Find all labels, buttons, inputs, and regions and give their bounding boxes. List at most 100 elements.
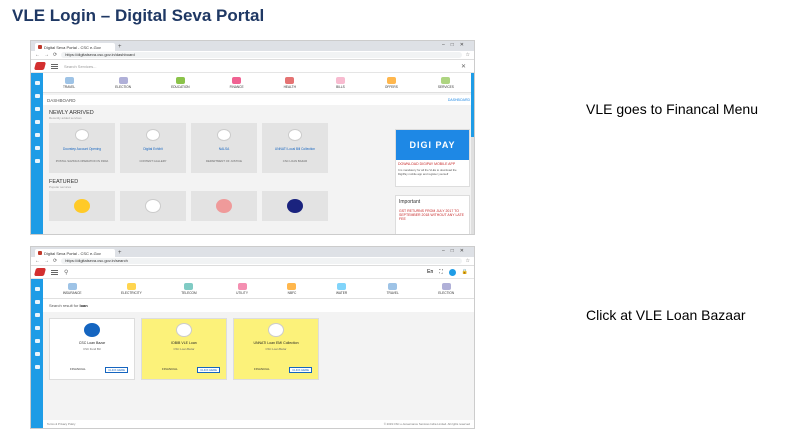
- dashboard-header: DASHBOARD DASHBOARD: [43, 95, 474, 105]
- result-category: FINANCIAL: [162, 367, 178, 371]
- chat-icon[interactable]: [34, 365, 40, 369]
- service-icon: [217, 129, 231, 141]
- chat-icon[interactable]: [34, 159, 40, 163]
- new-tab-icon[interactable]: +: [118, 44, 122, 50]
- featured-card[interactable]: [120, 191, 186, 221]
- result-category: FINANCIAL: [70, 367, 86, 371]
- result-card-idbib-vle-loan[interactable]: IDBIB VLE Loan CSC Loan Bazar FINANCIAL …: [141, 318, 227, 380]
- result-name: IDBIB VLE Loan: [171, 341, 197, 345]
- sidebar: [31, 279, 43, 428]
- language-select[interactable]: En: [427, 269, 434, 275]
- new-tab-icon[interactable]: +: [118, 250, 122, 256]
- footer: Terms & Privacy Policy © 2019 CSC e-Gove…: [43, 420, 474, 428]
- featured-subtitle: Popular services: [49, 185, 72, 189]
- window-controls[interactable]: –□✕: [442, 42, 470, 48]
- scroll-thumb[interactable]: [471, 73, 474, 138]
- main-content: TRAVEL ELECTION EDUCATION FINANCE HEALTH…: [43, 73, 474, 234]
- footer-left[interactable]: Terms & Privacy Policy: [47, 422, 76, 426]
- hamburger-menu-icon[interactable]: [51, 63, 58, 69]
- category-election[interactable]: ELECTION: [438, 282, 454, 295]
- grid-icon[interactable]: [34, 300, 40, 304]
- category-label: OFFERS: [384, 84, 398, 89]
- url-field[interactable]: https://digitalseva.csc.gov.in/dashboard: [61, 52, 462, 58]
- browser-tab[interactable]: Digital Seva Portal - CSC e-Gov: [35, 43, 115, 51]
- window-controls[interactable]: –□✕: [442, 248, 470, 254]
- category-insurance[interactable]: INSURANCE: [63, 282, 82, 295]
- category-telecom[interactable]: TELECOM: [181, 282, 197, 295]
- lock-icon[interactable]: 🔒: [461, 269, 468, 275]
- home-icon[interactable]: [34, 287, 40, 291]
- featured-card[interactable]: [49, 191, 115, 221]
- category-label: NBFC: [287, 290, 297, 295]
- reload-icon[interactable]: ⟳: [53, 258, 58, 264]
- search-input[interactable]: Search Services...: [64, 63, 97, 69]
- report-icon[interactable]: [34, 352, 40, 356]
- service-card[interactable]: NALSA DEPARTMENT OF JUSTICE: [191, 123, 257, 173]
- back-icon[interactable]: ←: [35, 52, 40, 58]
- service-name: NALSA: [218, 147, 230, 151]
- category-travel[interactable]: TRAVEL: [63, 76, 75, 89]
- dashboard-label: DASHBOARD: [47, 97, 76, 103]
- hamburger-menu-icon[interactable]: [51, 269, 58, 275]
- category-services[interactable]: SERVICES: [438, 76, 454, 89]
- cart-icon[interactable]: [34, 339, 40, 343]
- category-travel[interactable]: TRAVEL: [387, 282, 399, 295]
- result-card-unnati-loan[interactable]: UNNATI Loan EMI Collection CSC Loan Baza…: [233, 318, 319, 380]
- category-bills[interactable]: BILLS: [335, 76, 345, 89]
- document-icon[interactable]: [34, 107, 40, 111]
- important-item[interactable]: GST RETURNS FROM JULY 2017 TO SEPTEMBER …: [399, 209, 464, 221]
- category-utility[interactable]: UTILITY: [236, 282, 248, 295]
- grid-icon[interactable]: [34, 94, 40, 98]
- fullscreen-icon[interactable]: ⛶: [439, 269, 443, 275]
- cart-icon[interactable]: [34, 133, 40, 137]
- reload-icon[interactable]: ⟳: [53, 52, 58, 58]
- wallet-icon[interactable]: [34, 326, 40, 330]
- result-card-csc-loan-bazar[interactable]: CSC Loan Bazar CSC Fund Biz FINANCIAL CL…: [49, 318, 135, 380]
- category-bar: TRAVEL ELECTION EDUCATION FINANCE HEALTH…: [43, 73, 474, 93]
- category-offers[interactable]: OFFERS: [384, 76, 398, 89]
- result-cards: CSC Loan Bazar CSC Fund Biz FINANCIAL CL…: [43, 312, 474, 386]
- star-icon[interactable]: ☆: [465, 258, 470, 264]
- category-water[interactable]: WATER: [336, 282, 347, 295]
- telecom-icon: [184, 282, 194, 290]
- browser-tabbar: Digital Seva Portal - CSC e-Gov + –□✕: [31, 247, 474, 257]
- category-health[interactable]: HEALTH: [284, 76, 296, 89]
- star-icon[interactable]: ☆: [465, 52, 470, 58]
- featured-card[interactable]: [262, 191, 328, 221]
- service-sub: POSTAL SAVINGS OPERATION IN INDIA: [55, 159, 109, 163]
- avatar[interactable]: [448, 268, 456, 276]
- document-icon[interactable]: [34, 313, 40, 317]
- insurance-icon: [67, 282, 77, 290]
- result-sub: CSC Loan Bazar: [265, 347, 287, 351]
- wallet-icon[interactable]: [34, 120, 40, 124]
- search-term: loan: [79, 303, 88, 308]
- important-panel: Important GST RETURNS FROM JULY 2017 TO …: [395, 195, 470, 234]
- report-icon[interactable]: [34, 146, 40, 150]
- forward-icon[interactable]: →: [44, 52, 49, 58]
- click-here-button[interactable]: CLICK HERE: [105, 367, 128, 373]
- category-education[interactable]: EDUCATION: [171, 76, 190, 89]
- service-sub: DEPARTMENT OF JUSTICE: [205, 159, 243, 163]
- home-icon[interactable]: [34, 81, 40, 85]
- category-election[interactable]: ELECTION: [115, 76, 131, 89]
- back-icon[interactable]: ←: [35, 258, 40, 264]
- breadcrumb[interactable]: DASHBOARD: [447, 98, 470, 102]
- browser-tab[interactable]: Digital Seva Portal - CSC e-Gov: [35, 249, 115, 257]
- travel-icon: [64, 76, 74, 84]
- click-here-button[interactable]: CLICK HERE: [289, 367, 312, 373]
- category-electricity[interactable]: ELECTRICITY: [121, 282, 142, 295]
- address-bar: ← → ⟳ https://digitalseva.csc.gov.in/sea…: [31, 257, 474, 266]
- category-nbfc[interactable]: NBFC: [287, 282, 297, 295]
- scrollbar[interactable]: [471, 73, 474, 234]
- click-here-button[interactable]: CLICK HERE: [197, 367, 220, 373]
- close-icon[interactable]: ✕: [460, 63, 466, 70]
- digipay-promo[interactable]: DIGI PAY DOWNLOAD DIGIPAY MOBILE APP It …: [395, 129, 470, 187]
- search-icon[interactable]: ⚲: [64, 269, 69, 276]
- featured-card[interactable]: [191, 191, 257, 221]
- url-field[interactable]: https://digitalseva.csc.gov.in/search: [61, 258, 462, 264]
- category-finance[interactable]: FINANCE: [230, 76, 244, 89]
- forward-icon[interactable]: →: [44, 258, 49, 264]
